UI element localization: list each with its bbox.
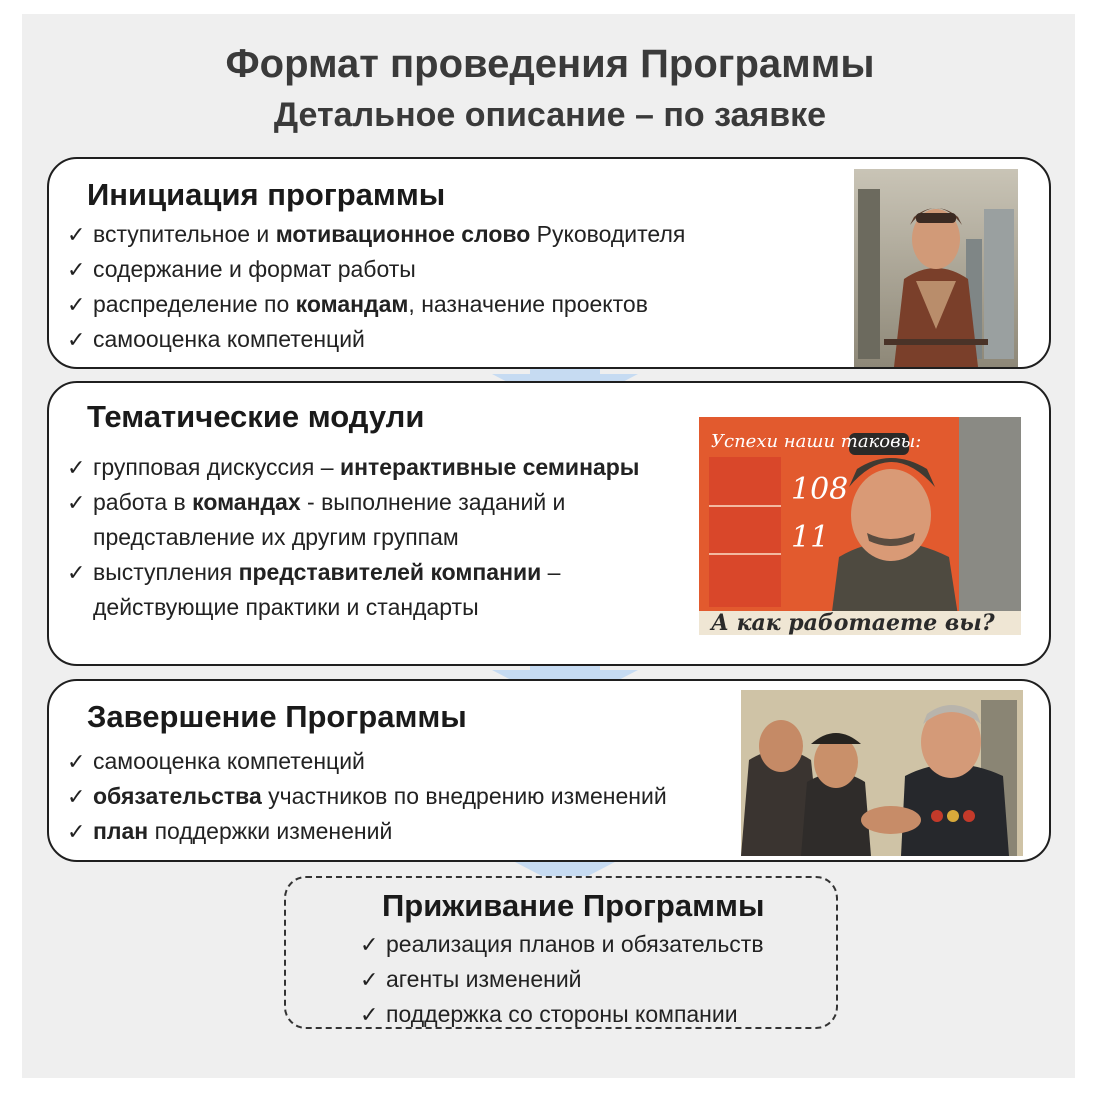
bullet-text: агенты изменений (386, 966, 582, 992)
poster-number-1: 108 (791, 472, 848, 507)
bullet-text-bold: интерактивные семинары (339, 454, 640, 480)
bullet-item: ✓ поддержка со стороны компании (360, 997, 764, 1032)
stage-items: ✓ реализация планов и обязательств ✓ агенты… (360, 927, 764, 1032)
checkmark-icon: ✓ (67, 292, 86, 317)
bullet-text: групповая дискуссия – (93, 454, 340, 480)
bullet-item: ✓ работа в командах - выполнение заданий … (67, 485, 639, 555)
stage-items: ✓ групповая дискуссия – интерактивные сем… (67, 450, 639, 625)
bullet-text: поддержки изменений (148, 818, 393, 844)
bullet-text: работа в (93, 489, 193, 515)
checkmark-icon: ✓ (67, 222, 86, 247)
poster-top-text: Успехи наши таковы: (711, 431, 921, 452)
bullet-text-bold: командах (192, 489, 301, 515)
stage-box-modules: Тематические модули ✓ групповая дискуссия… (47, 381, 1051, 666)
checkmark-icon: ✓ (67, 490, 86, 515)
checkmark-icon: ✓ (67, 784, 86, 809)
bullet-item: ✓ вступительное и мотивационное слово Рук… (67, 217, 685, 252)
down-arrow-1-icon (492, 346, 638, 412)
stage-box-adoption: Приживание Программы ✓ реализация планов … (284, 876, 838, 1029)
bullet-text-bold: план (93, 818, 149, 844)
bullet-text-bold: обязательства (93, 783, 262, 809)
poster-how-do-you-work-image: Успехи наши таковы: 108 11 А как работае… (699, 417, 1021, 635)
checkmark-icon: ✓ (360, 932, 379, 957)
checkmark-icon: ✓ (360, 1002, 379, 1027)
stage-heading: Завершение Программы (87, 699, 467, 734)
bullet-text: самооценка компетенций (93, 326, 365, 352)
bullet-text: участников по внедрению изменений (261, 783, 667, 809)
bullet-item: ✓ самооценка компетенций (67, 744, 667, 779)
bullet-item: ✓ распределение по командам, назначение п… (67, 287, 685, 322)
checkmark-icon: ✓ (67, 455, 86, 480)
bullet-text-bold: мотивационное слово (275, 221, 531, 247)
stage-heading: Приживание Программы (382, 888, 765, 923)
poster-bottom-text: А как работаете вы? (709, 610, 996, 635)
bullet-text: Руководителя (530, 221, 686, 247)
poster-number-2: 11 (791, 520, 829, 555)
bullet-item: ✓ выступления представителей компании – де… (67, 555, 639, 625)
bullet-text-bold: представителей компании (238, 559, 542, 585)
bullet-text: выступления (93, 559, 239, 585)
stage-heading: Тематические модули (87, 399, 425, 434)
bullet-text: - выполнение заданий и (300, 489, 566, 515)
checkmark-icon: ✓ (67, 257, 86, 282)
poster-miners-image (741, 690, 1023, 856)
bullet-text: реализация планов и обязательств (386, 931, 764, 957)
checkmark-icon: ✓ (67, 560, 86, 585)
stage-heading: Инициация программы (87, 177, 446, 212)
page-title: Формат проведения Программы (225, 42, 875, 86)
down-arrow-2-icon (492, 642, 638, 708)
stage-box-completion: Завершение Программы ✓ самооценка компете… (47, 679, 1051, 862)
bullet-text: поддержка со стороны компании (386, 1001, 738, 1027)
bullet-text: содержание и формат работы (93, 256, 416, 282)
bullet-item: ✓ групповая дискуссия – интерактивные сем… (67, 450, 639, 485)
poster-worker-image (854, 169, 1018, 367)
bullet-item: ✓ самооценка компетенций (67, 322, 685, 357)
bullet-item: ✓ содержание и формат работы (67, 252, 685, 287)
bullet-text: самооценка компетенций (93, 748, 365, 774)
checkmark-icon: ✓ (360, 967, 379, 992)
checkmark-icon: ✓ (67, 749, 86, 774)
bullet-text-continuation: представление их другим группам (93, 524, 459, 550)
bullet-item: ✓ реализация планов и обязательств (360, 927, 764, 962)
bullet-text: распределение по (93, 291, 296, 317)
bullet-item: ✓ план поддержки изменений (67, 814, 667, 849)
stage-items: ✓ вступительное и мотивационное слово Рук… (67, 217, 685, 357)
page-subtitle: Детальное описание – по заявке (273, 96, 827, 134)
bullet-text: вступительное и (93, 221, 276, 247)
bullet-item: ✓ обязательства участников по внедрению и… (67, 779, 667, 814)
bullet-text: – (541, 559, 561, 585)
bullet-text-continuation: действующие практики и стандарты (93, 594, 479, 620)
checkmark-icon: ✓ (67, 327, 86, 352)
bullet-text: , назначение проектов (408, 291, 648, 317)
checkmark-icon: ✓ (67, 819, 86, 844)
bullet-text-bold: командам (295, 291, 409, 317)
stage-items: ✓ самооценка компетенций ✓ обязательства уч… (67, 744, 667, 849)
stage-box-initiation: Инициация программы ✓ вступительное и мот… (47, 157, 1051, 369)
bullet-item: ✓ агенты изменений (360, 962, 764, 997)
